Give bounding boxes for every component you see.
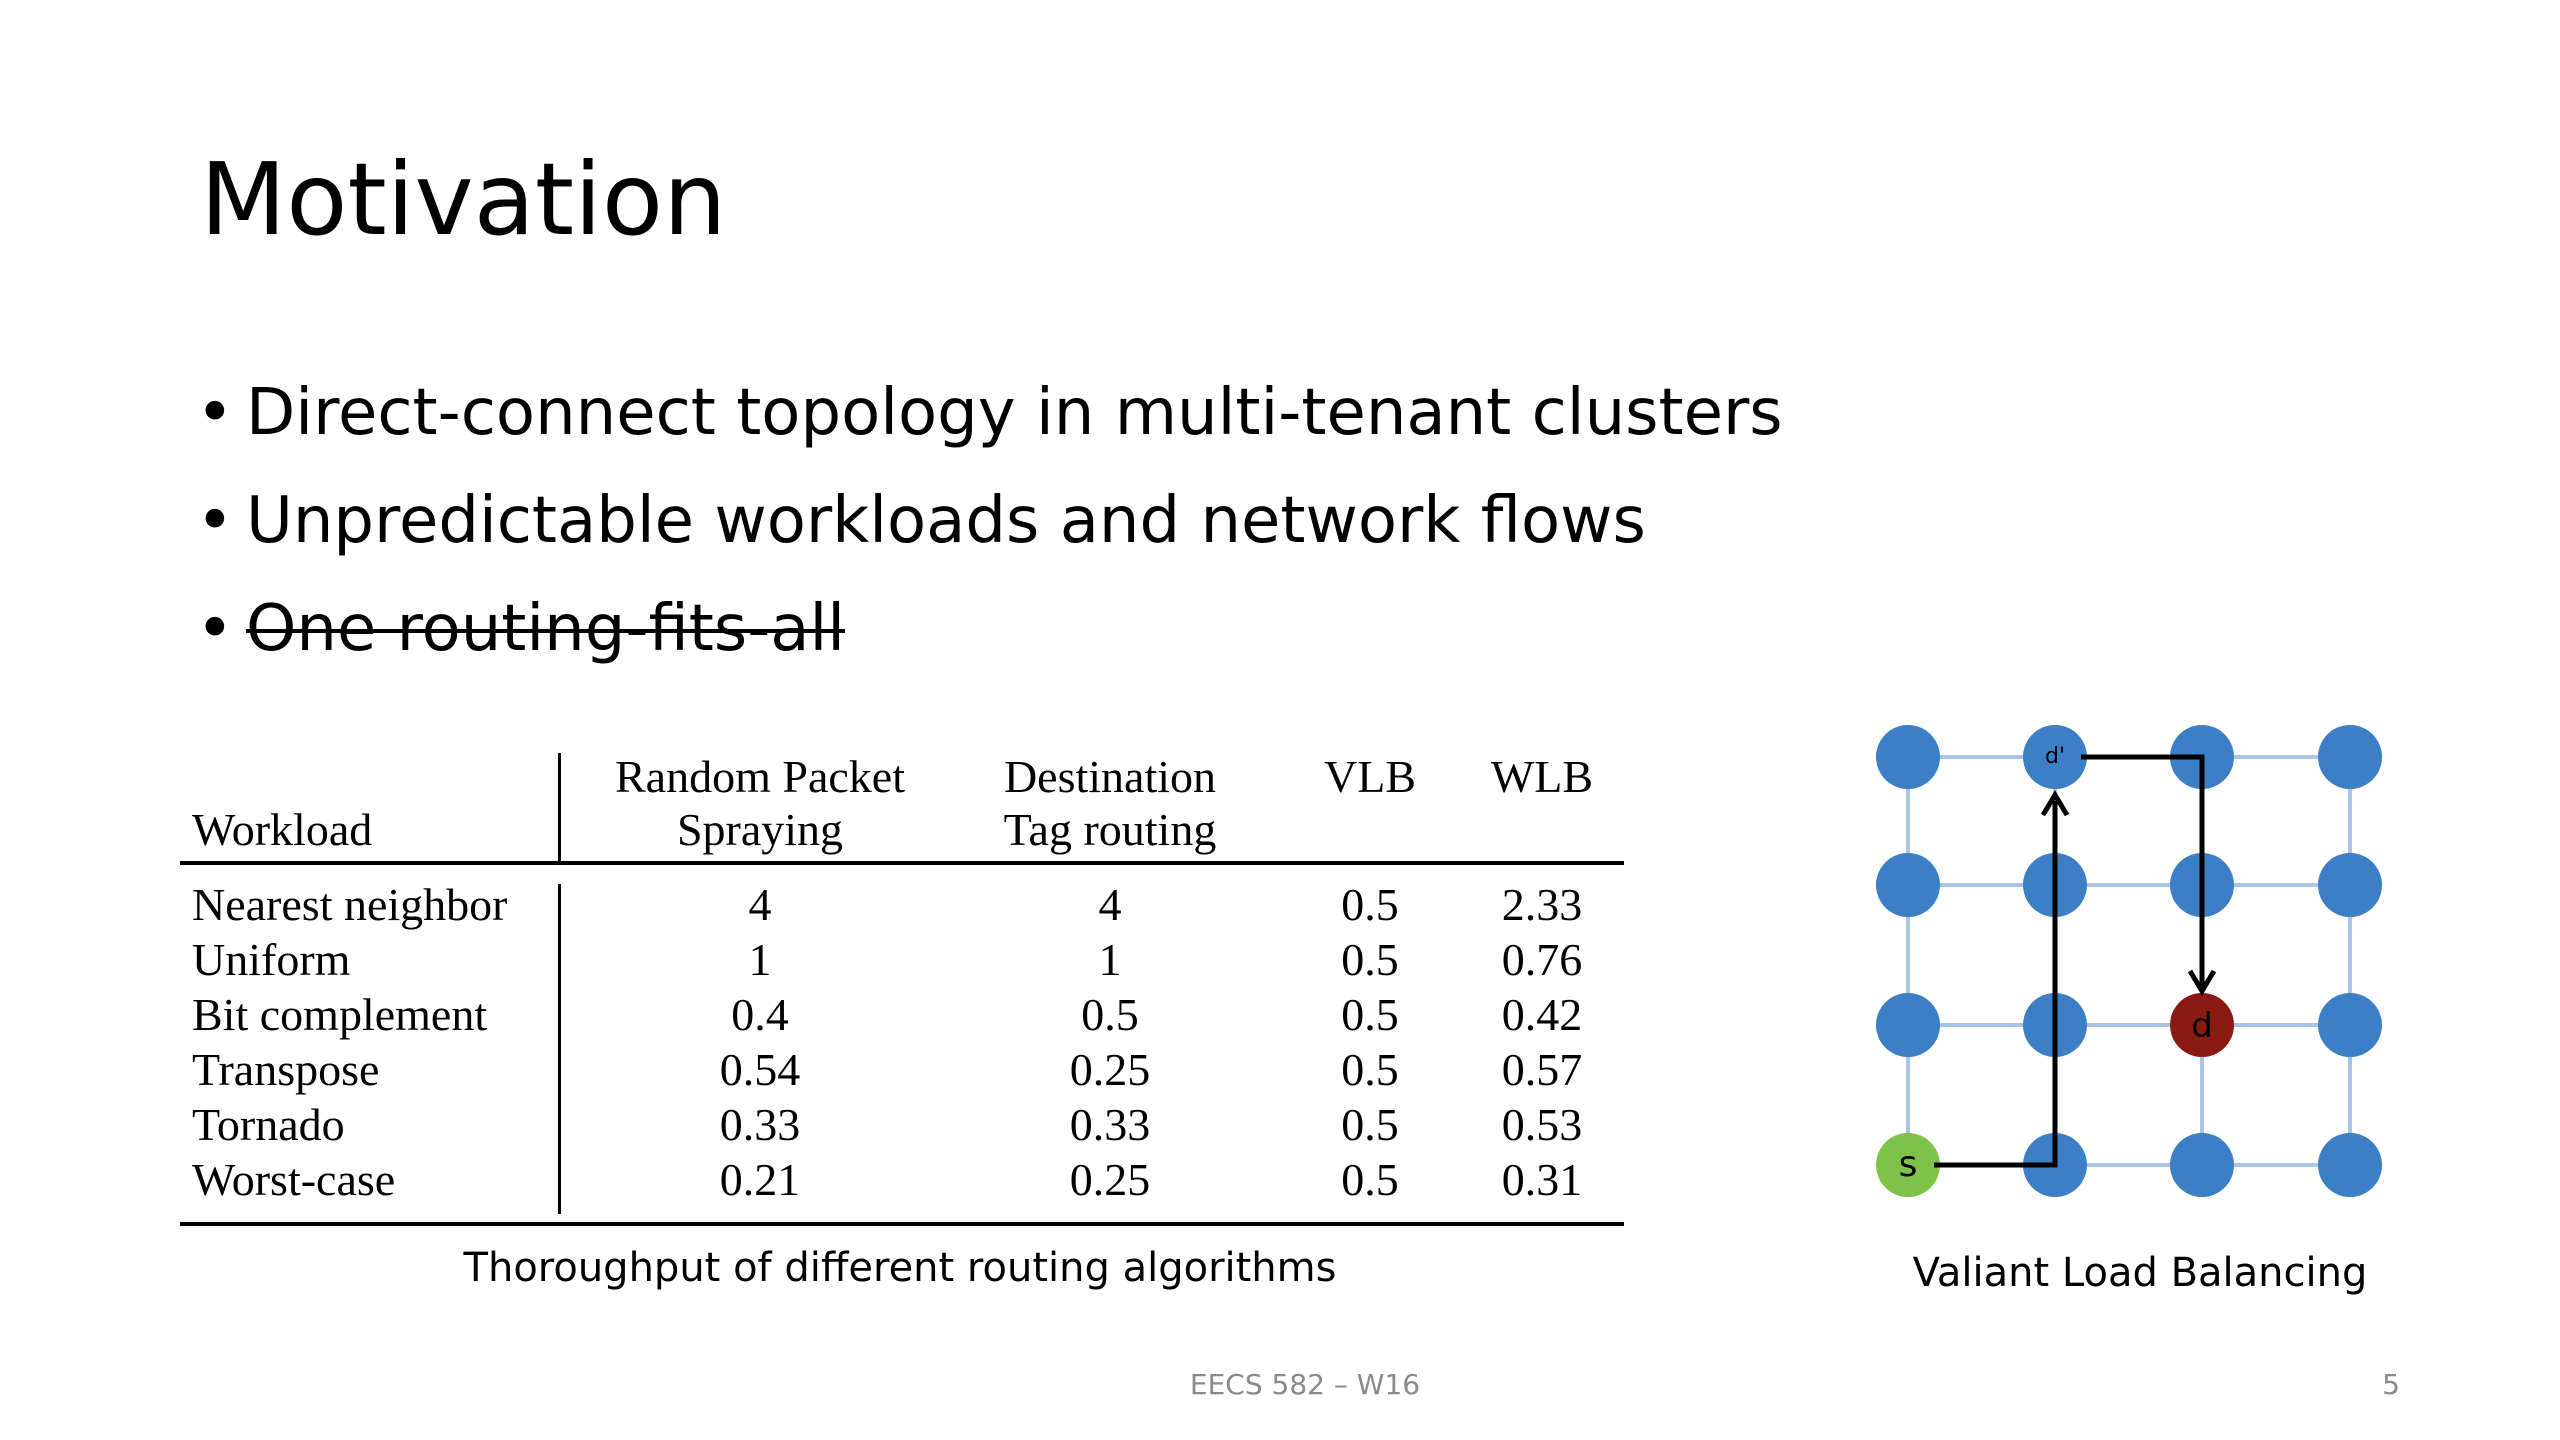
grid-node <box>2318 1133 2382 1197</box>
cell-wlb: 0.76 <box>1501 934 1583 985</box>
cell-dt: 4 <box>1098 879 1122 930</box>
header-vlb: VLB <box>1324 751 1416 802</box>
bullet-item-struck: •One routing-fits-all <box>196 591 1783 699</box>
path-segment-up <box>1934 801 2058 1168</box>
grid-node <box>2318 993 2382 1057</box>
source-node <box>1876 1133 1940 1197</box>
grid-node <box>2318 853 2382 917</box>
bullet-dot: • <box>196 376 234 450</box>
cell-rps: 0.21 <box>719 1154 801 1205</box>
header-dt-line1: Destination <box>1003 751 1217 802</box>
footer-page-number: 5 <box>2382 1368 2400 1401</box>
intermediate-node <box>2023 725 2087 789</box>
arrowhead-up <box>2040 790 2070 817</box>
bullet-list: •Direct-connect topology in multi-tenant… <box>196 375 1783 699</box>
header-rps-line1: Random Packet <box>615 751 905 802</box>
cell-wlb: 0.53 <box>1501 1099 1583 1150</box>
cell-dt: 0.5 <box>1081 989 1139 1040</box>
bullet-item: •Unpredictable workloads and network flo… <box>196 483 1783 591</box>
bullet-text: Direct-connect topology in multi-tenant … <box>246 376 1783 450</box>
table-bottom-rule <box>180 1222 1624 1226</box>
slide-title: Motivation <box>200 141 727 258</box>
footer-course: EECS 582 – W16 <box>1189 1368 1421 1401</box>
intermediate-label: d' <box>2045 744 2065 769</box>
arrowhead-down <box>2187 969 2217 996</box>
cell-wlb: 0.42 <box>1501 989 1583 1040</box>
bullet-dot: • <box>196 484 234 558</box>
grid-node <box>1876 725 1940 789</box>
cell-rps: 4 <box>748 879 772 930</box>
header-dt-line2: Tag routing <box>1003 804 1217 855</box>
cell-rps: 0.54 <box>719 1044 801 1095</box>
cell-rps: 1 <box>748 934 772 985</box>
table-caption: Thoroughput of different routing algorit… <box>463 1245 1337 1291</box>
vlb-grid-diagram: s d' d <box>1876 725 2382 1197</box>
bullet-text: One routing-fits-all <box>246 592 846 666</box>
cell-rps: 0.33 <box>719 1099 801 1150</box>
bullet-item: •Direct-connect topology in multi-tenant… <box>196 375 1783 483</box>
table-header-divider <box>558 753 561 861</box>
grid-node <box>2318 725 2382 789</box>
grid-nodes <box>1876 725 2382 1197</box>
cell-workload: Tornado <box>192 1099 345 1150</box>
grid-node <box>1876 993 1940 1057</box>
cell-vlb: 0.5 <box>1341 989 1399 1040</box>
path-segment-down <box>2081 754 2205 989</box>
cell-vlb: 0.5 <box>1341 879 1399 930</box>
cell-rps: 0.4 <box>731 989 789 1040</box>
table-body-divider <box>558 884 561 1214</box>
bullet-dot: • <box>196 592 234 666</box>
cell-dt: 0.33 <box>1069 1099 1151 1150</box>
diagram-caption: Valiant Load Balancing <box>1912 1250 2368 1296</box>
header-workload: Workload <box>192 804 373 855</box>
cell-vlb: 0.5 <box>1341 1044 1399 1095</box>
source-label: s <box>1899 1144 1918 1185</box>
bullet-text: Unpredictable workloads and network flow… <box>246 484 1646 558</box>
destination-node <box>2170 993 2234 1057</box>
table-header-rule <box>180 861 1624 865</box>
cell-vlb: 0.5 <box>1341 934 1399 985</box>
cell-vlb: 0.5 <box>1341 1154 1399 1205</box>
cell-workload: Nearest neighbor <box>192 879 508 930</box>
throughput-table: Workload Random Packet Spraying Destinat… <box>180 748 1624 1228</box>
cell-wlb: 0.31 <box>1501 1154 1583 1205</box>
cell-wlb: 2.33 <box>1501 879 1583 930</box>
cell-workload: Worst-case <box>192 1154 396 1205</box>
routing-path <box>1934 754 2217 1168</box>
cell-vlb: 0.5 <box>1341 1099 1399 1150</box>
cell-dt: 0.25 <box>1069 1154 1151 1205</box>
cell-workload: Bit complement <box>192 989 488 1040</box>
cell-workload: Uniform <box>192 934 351 985</box>
grid-node <box>2170 1133 2234 1197</box>
node-labels: s d' d <box>1899 744 2213 1185</box>
grid-edges <box>1906 755 2352 1167</box>
header-wlb: WLB <box>1490 751 1594 802</box>
cell-wlb: 0.57 <box>1501 1044 1583 1095</box>
grid-node <box>1876 853 1940 917</box>
cell-dt: 0.25 <box>1069 1044 1151 1095</box>
destination-label: d <box>2191 1006 2213 1046</box>
header-rps-line2: Spraying <box>676 804 844 855</box>
cell-dt: 1 <box>1098 934 1122 985</box>
cell-workload: Transpose <box>192 1044 380 1095</box>
